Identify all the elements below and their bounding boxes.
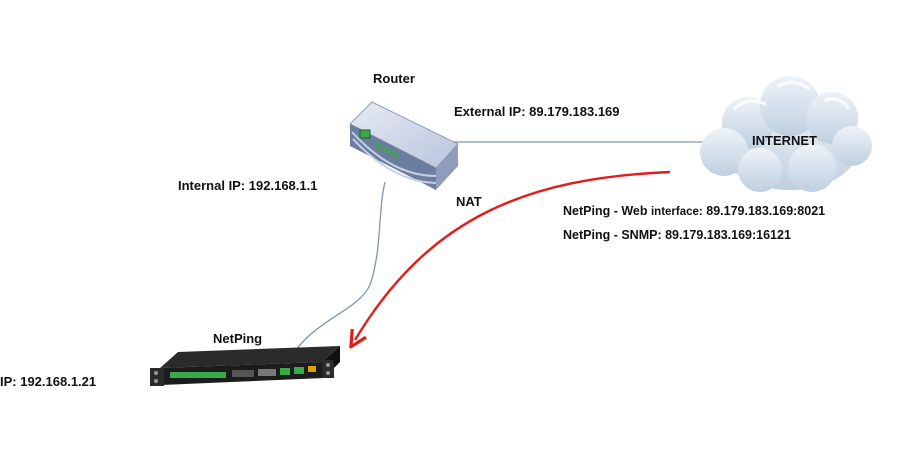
router-label: Router [373, 71, 415, 86]
external-ip-label: External IP: 89.179.183.169 [454, 104, 620, 119]
web-forward-address: 89.179.183.169:8021 [706, 204, 826, 218]
nat-label: NAT [456, 194, 482, 209]
netping-device-icon [150, 346, 340, 386]
router-icon [349, 101, 459, 190]
snmp-forward-label: NetPing - SNMP: 89.179.183.169:16121 [563, 228, 791, 242]
netping-ip-label: IP: 192.168.1.21 [0, 374, 97, 389]
internet-label: INTERNET [752, 133, 817, 148]
internal-link-cable [295, 181, 386, 351]
internal-ip-label: Internal IP: 192.168.1.1 [178, 178, 318, 193]
web-forward-prefix: NetPing - Web [563, 204, 648, 218]
web-interface-forward-label: NetPing - Web interface: 89.179.183.169:… [563, 204, 825, 218]
netping-label: NetPing [213, 331, 263, 346]
cloud-icon [700, 76, 872, 192]
web-forward-interface: interface: [650, 206, 703, 218]
port-forward-arrow [355, 170, 671, 340]
